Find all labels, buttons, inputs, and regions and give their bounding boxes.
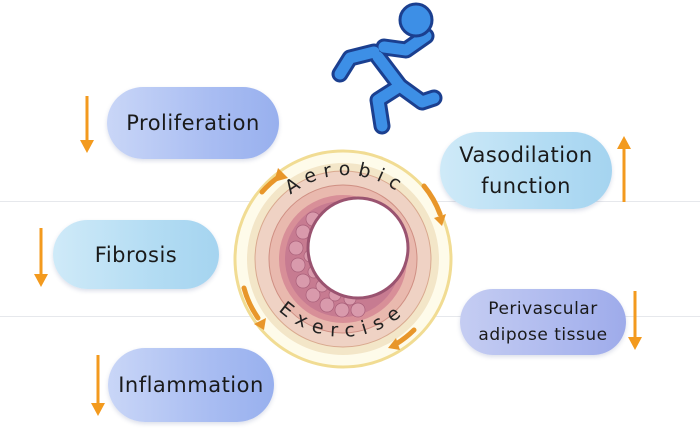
inflammation-label: Inflammation	[118, 373, 264, 397]
inflammation-down-arrow	[91, 355, 105, 416]
inflammation-pill: Inflammation	[108, 348, 274, 422]
vasodilation-label-line1: Vasodilation	[459, 142, 593, 167]
vessel-diagram: Aerobic Exercise	[233, 149, 453, 369]
proliferation-pill: Proliferation	[107, 87, 279, 159]
proliferation-label: Proliferation	[126, 111, 260, 135]
perivascular-down-arrow	[628, 291, 642, 350]
vasodilation-pill: Vasodilation function	[440, 132, 612, 209]
fibrosis-pill: Fibrosis	[53, 220, 219, 289]
running-person-icon	[331, 2, 443, 135]
vasodilation-up-arrow	[617, 136, 631, 202]
fibrosis-label: Fibrosis	[94, 242, 178, 267]
perivascular-pill: Perivascular adipose tissue	[460, 289, 626, 355]
perivascular-label-line2: adipose tissue	[478, 325, 608, 345]
proliferation-down-arrow	[80, 96, 94, 153]
fibrosis-down-arrow	[34, 228, 48, 287]
vasodilation-label-line2: function	[481, 173, 571, 198]
perivascular-label-line1: Perivascular	[488, 299, 598, 319]
